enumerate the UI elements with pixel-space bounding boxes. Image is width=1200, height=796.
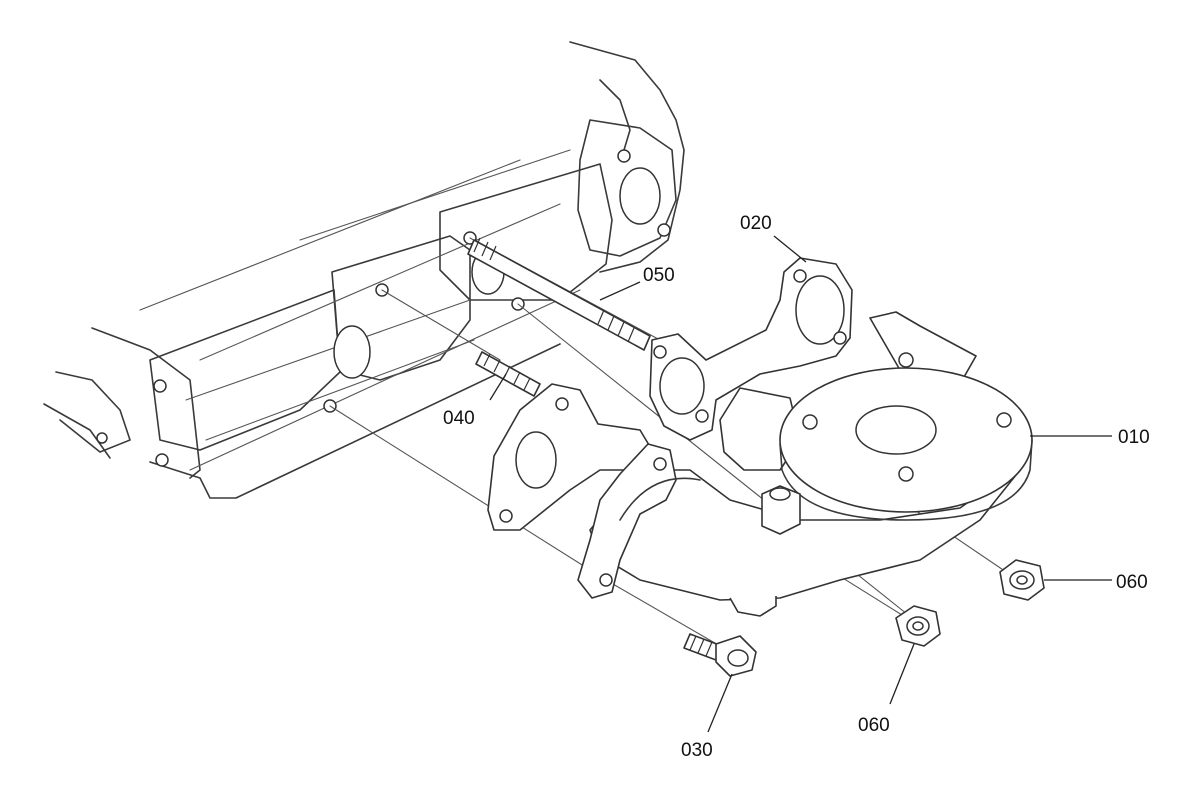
exhaust-manifold-010 bbox=[577, 311, 1033, 617]
cylinder-head bbox=[43, 41, 685, 499]
label-030: 030 bbox=[681, 740, 713, 761]
label-040: 040 bbox=[443, 408, 475, 429]
label-050: 050 bbox=[643, 265, 675, 286]
gasket-front bbox=[487, 383, 653, 531]
label-020: 020 bbox=[740, 213, 772, 234]
nut-060-lower bbox=[895, 605, 941, 647]
nut-060-right bbox=[999, 559, 1045, 601]
bolt-030 bbox=[683, 633, 757, 677]
label-060-right: 060 bbox=[1116, 572, 1148, 593]
stud-050 bbox=[467, 237, 651, 351]
stud-040 bbox=[475, 351, 541, 397]
leader-lines bbox=[489, 235, 1112, 733]
label-010: 010 bbox=[1118, 427, 1150, 448]
label-060-lower: 060 bbox=[858, 715, 890, 736]
gasket-020 bbox=[649, 257, 853, 441]
